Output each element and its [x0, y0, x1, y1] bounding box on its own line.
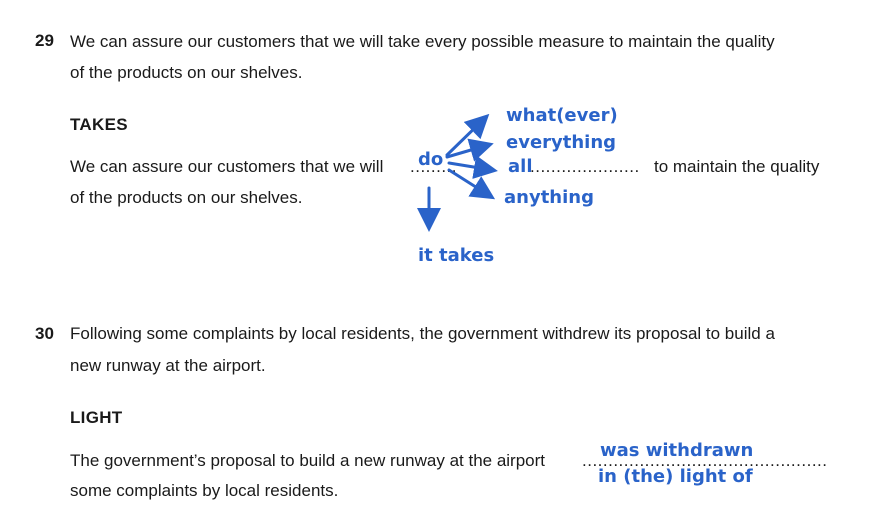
- handwritten-answer-it-takes: it takes: [418, 245, 495, 266]
- answer-text-line2: of the products on our shelves.: [70, 188, 303, 207]
- answer-dots: .........: [410, 157, 458, 176]
- answer-text-line2: some complaints by local residents.: [70, 481, 339, 500]
- handwritten-answer-everything: everything: [506, 132, 617, 153]
- arrow-down-right-icon: [447, 168, 496, 200]
- answer-text-before: We can assure our customers that we will: [70, 157, 384, 176]
- handwritten-answer-do: do: [418, 149, 444, 170]
- question-prompt-line: of the products on our shelves.: [70, 63, 303, 82]
- question-prompt-line: We can assure our customers that we will…: [70, 32, 775, 51]
- arrow-right-icon: [445, 138, 494, 162]
- answer-text-before: The government’s proposal to build a new…: [70, 451, 546, 470]
- question-prompt-line: new runway at the airport.: [70, 356, 266, 375]
- handwritten-answer-all: all: [508, 156, 533, 177]
- handwritten-answer-anything: anything: [504, 187, 594, 208]
- answer-text-after: to maintain the quality: [654, 157, 820, 176]
- question-number: 30: [35, 324, 54, 343]
- answer-dots: ........................................…: [582, 451, 828, 470]
- keyword: LIGHT: [70, 408, 123, 427]
- handwritten-answer-line1: was withdrawn: [600, 440, 754, 461]
- handwritten-answer-line2: in (the) light of: [598, 466, 753, 487]
- arrow-right-icon: [447, 155, 498, 179]
- handwritten-answer-whatever: what(ever): [506, 105, 618, 126]
- question-prompt-line: Following some complaints by local resid…: [70, 324, 775, 343]
- answer-dots: .....................: [530, 157, 640, 176]
- question-number: 29: [35, 31, 54, 50]
- arrow-up-right-icon: [445, 113, 490, 157]
- keyword: TAKES: [70, 115, 128, 134]
